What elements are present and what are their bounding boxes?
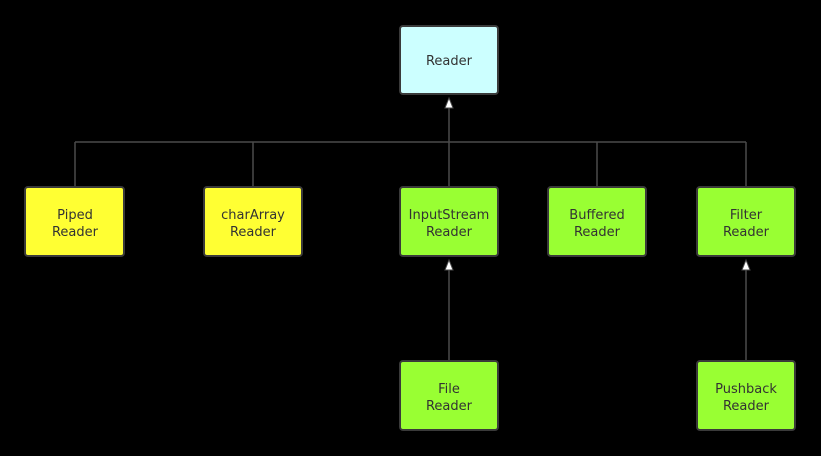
node-filter-reader-label-line1: Filter [730,208,763,223]
node-inputstream-reader-box [399,186,499,257]
node-file-reader-label-line2: Reader [426,399,473,414]
node-reader: Reader [399,25,499,95]
node-buffered-reader-label-line2: Reader [574,225,621,240]
node-buffered-reader-box [547,186,647,257]
node-file-reader-label-line1: File [438,382,460,397]
node-chararray-reader-label-line2: Reader [230,225,277,240]
node-pushback-reader: Pushback Reader [696,360,796,431]
node-chararray-reader-box [203,186,303,257]
node-buffered-reader-label-line1: Buffered [569,208,624,223]
node-chararray-reader-label-line1: charArray [221,208,285,223]
arrowhead-inputstream-reader [444,258,454,271]
node-filter-reader-label-line2: Reader [723,225,770,240]
node-piped-reader-label-line1: Piped [57,208,93,223]
node-reader-box [399,25,499,95]
node-filter-reader: Filter Reader [696,186,796,257]
node-inputstream-reader-label-line1: InputStream [409,208,490,223]
node-piped-reader-box [24,186,125,257]
node-pushback-reader-label-line2: Reader [723,399,770,414]
edges-layer [74,96,751,361]
node-buffered-reader: Buffered Reader [547,186,647,257]
node-piped-reader: Piped Reader [24,186,125,257]
node-pushback-reader-label-line1: Pushback [715,382,777,397]
node-file-reader: File Reader [399,360,499,431]
arrowhead-filter-reader [741,258,751,271]
node-chararray-reader: charArray Reader [203,186,303,257]
node-inputstream-reader: InputStream Reader [399,186,499,257]
node-piped-reader-label-line2: Reader [52,225,99,240]
node-file-reader-box [399,360,499,431]
node-filter-reader-box [696,186,796,257]
nodes-layer: Reader Piped Reader charArray Reader Inp… [24,25,796,431]
node-pushback-reader-box [696,360,796,431]
node-reader-label: Reader [426,54,473,69]
arrowhead-reader [444,96,454,109]
node-inputstream-reader-label-line2: Reader [426,225,473,240]
